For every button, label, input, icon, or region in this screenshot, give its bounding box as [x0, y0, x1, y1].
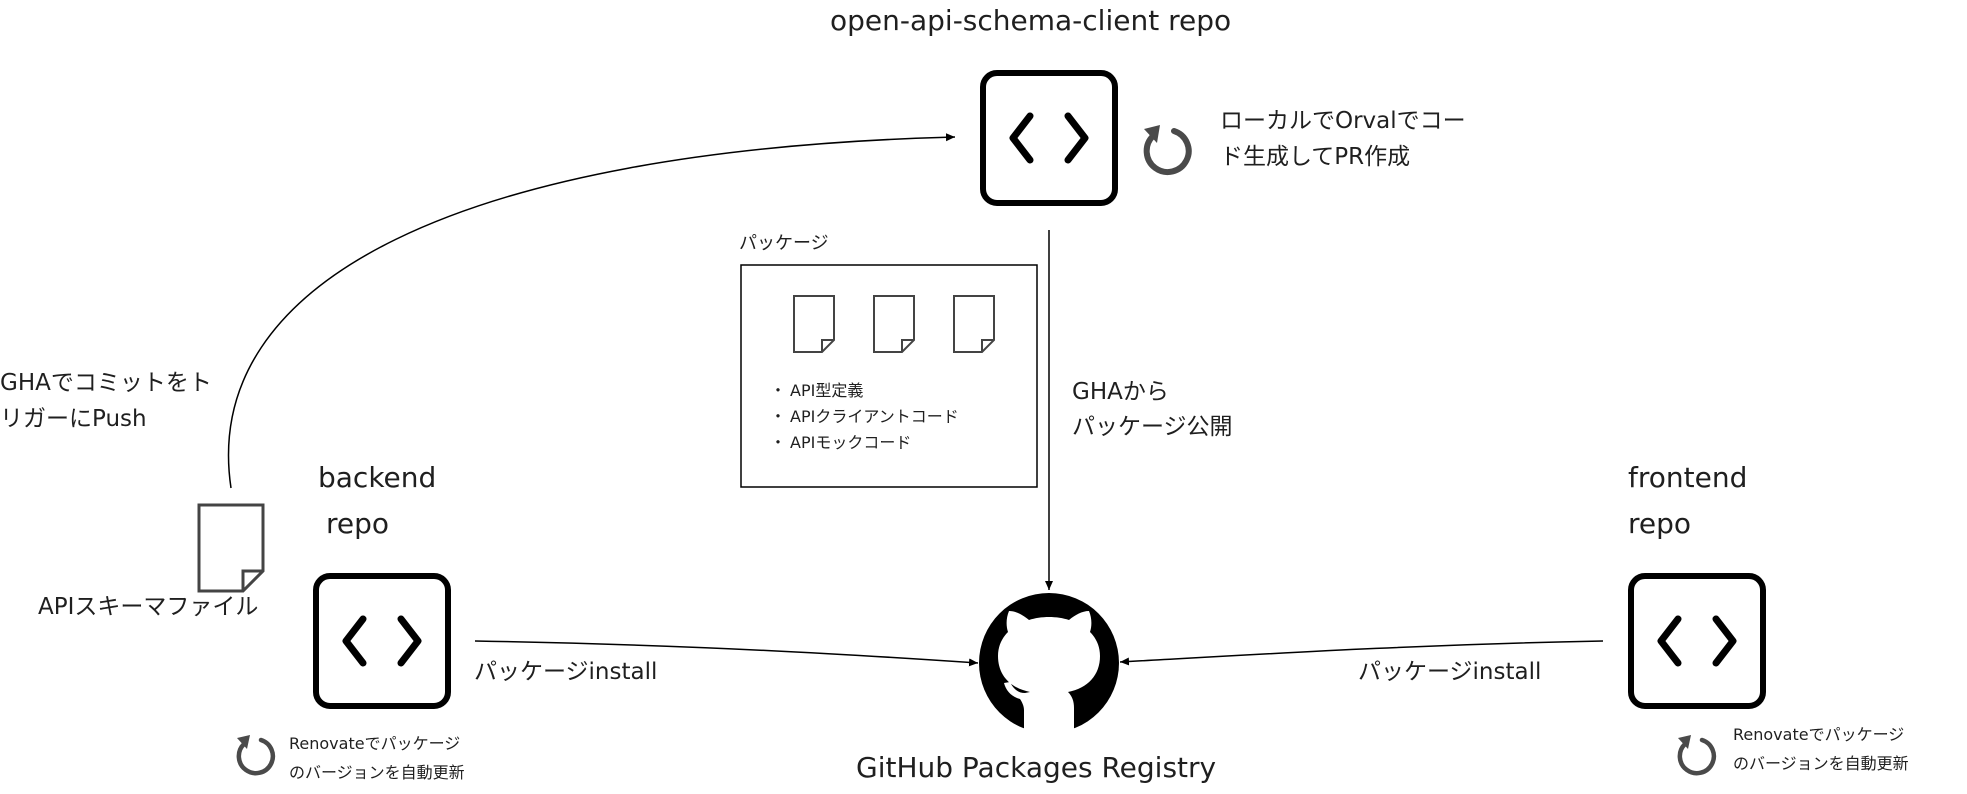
backend-repo-title-line1: backend — [318, 461, 437, 494]
backend-install-arrow — [474, 640, 979, 667]
publish-label-line1: GHAから — [1072, 379, 1169, 405]
backend-install-label: パッケージinstall — [474, 659, 658, 685]
package-item-list: API型定義 APIクライアントコード APIモックコード — [770, 378, 959, 456]
frontend-renovate-line2: のバージョンを自動更新 — [1733, 754, 1909, 773]
registry-label: GitHub Packages Registry — [856, 751, 1217, 784]
top-repo-note-line2: ド生成してPR作成 — [1220, 144, 1411, 170]
frontend-renovate-line1: Renovateでパッケージ — [1733, 725, 1905, 744]
backend-renovate-line2: のバージョンを自動更新 — [289, 763, 465, 782]
top-repo-code-icon — [980, 70, 1118, 206]
backend-repo-code-icon — [313, 573, 451, 709]
frontend-refresh-icon — [1677, 735, 1717, 776]
package-item: API型定義 — [770, 378, 959, 404]
package-file-icon-1 — [793, 295, 835, 353]
top-repo-note-line1: ローカルでOrvalでコー — [1220, 108, 1466, 134]
package-file-icon-3 — [953, 295, 995, 353]
push-label-line1: GHAでコミットをト — [0, 370, 212, 396]
frontend-install-label: パッケージinstall — [1358, 659, 1542, 685]
push-arrow — [227, 133, 956, 489]
schema-file-icon — [197, 503, 265, 593]
push-label-line2: リガーにPush — [0, 406, 147, 432]
backend-repo-title-line2: repo — [326, 507, 390, 540]
frontend-install-arrow — [1119, 640, 1604, 666]
package-item: APIモックコード — [770, 430, 959, 456]
frontend-repo-title-line1: frontend — [1628, 461, 1748, 494]
package-file-icon-2 — [873, 295, 915, 353]
package-box-title: パッケージ — [739, 233, 829, 254]
top-refresh-icon — [1143, 125, 1192, 176]
schema-file-label: APIスキーマファイル — [38, 594, 259, 620]
backend-refresh-icon — [236, 735, 276, 776]
backend-renovate-line1: Renovateでパッケージ — [289, 734, 461, 753]
frontend-repo-code-icon — [1628, 573, 1766, 709]
package-item: APIクライアントコード — [770, 404, 959, 430]
top-repo-title: open-api-schema-client repo — [830, 4, 1232, 37]
github-registry-icon — [979, 593, 1119, 735]
frontend-repo-title-line2: repo — [1628, 507, 1692, 540]
publish-label-line2: パッケージ公開 — [1072, 414, 1233, 440]
